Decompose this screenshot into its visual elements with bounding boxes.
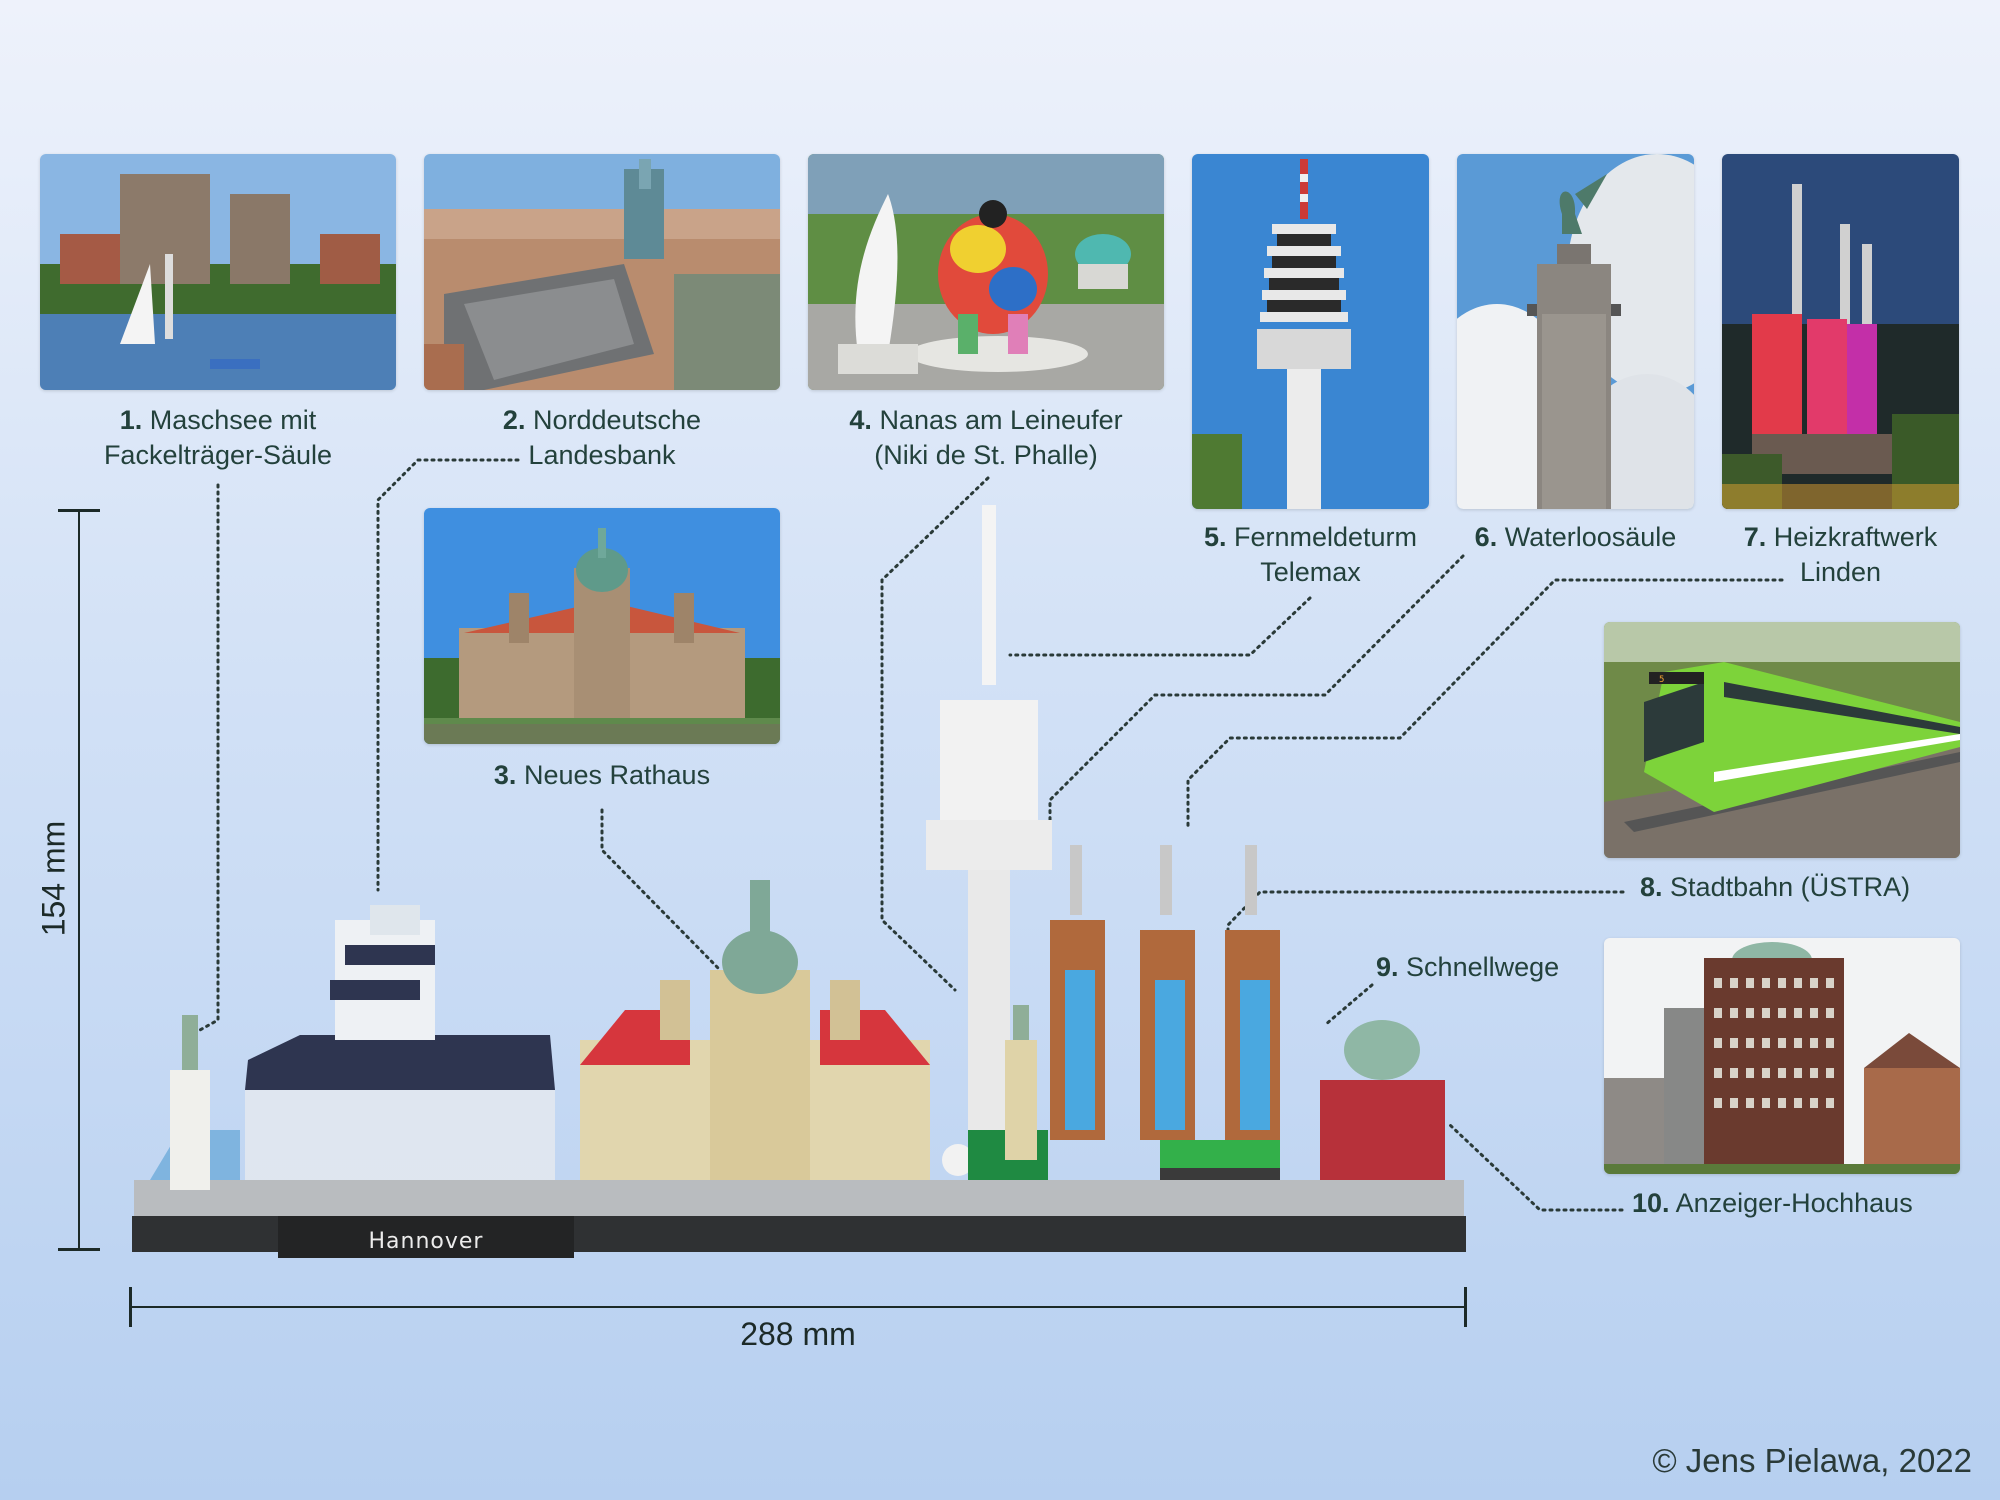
- model-heizkraftwerk-stack2: [1160, 845, 1172, 915]
- height-dimension-cap-bottom: [58, 1248, 100, 1251]
- label-landmark-4: 4. Nanas am Leineufer (Niki de St. Phall…: [849, 405, 1123, 470]
- label-landmark-1: 1. Maschsee mit Fackelträger-Säule: [103, 405, 333, 470]
- model-stadtbahn-bogie: [1160, 1168, 1280, 1180]
- model-fackeltraeger-figure: [182, 1015, 198, 1070]
- lego-skyline-model: Hannover: [132, 505, 1466, 1258]
- model-heizkraftwerk-glass3: [1240, 980, 1270, 1130]
- model-rathaus-center: [710, 970, 810, 1180]
- label-landmark-6: 6. Waterloosäule: [1474, 522, 1677, 552]
- label-landmark-3: 3. Neues Rathaus: [493, 760, 711, 790]
- model-anzeiger-dome: [1344, 1020, 1420, 1080]
- name-plate: [278, 1216, 574, 1258]
- width-dimension-line: [130, 1306, 1466, 1308]
- model-waterloo-figure: [1013, 1005, 1029, 1040]
- model-nordlb-base: [245, 1090, 555, 1180]
- photo-waterloosaeule: [1457, 154, 1694, 509]
- photo-stadtbahn: 5: [1604, 622, 1960, 858]
- model-fackeltraeger-column: [170, 1070, 210, 1190]
- label-landmark-5: 5. Fernmeldeturm Telemax: [1203, 522, 1418, 587]
- photo-neues-rathaus: [424, 508, 780, 744]
- model-nordlb-roof: [245, 1035, 555, 1090]
- model-rathaus-spire: [750, 880, 770, 940]
- label-landmark-7: 7. Heizkraftwerk Linden: [1743, 522, 1938, 587]
- model-nana-figure: [942, 1144, 974, 1176]
- model-heizkraftwerk-glass1: [1065, 970, 1095, 1130]
- model-waterloo-column: [1005, 1040, 1037, 1160]
- model-telemax-antenna: [982, 505, 996, 685]
- photo-anzeiger-hochhaus: [1604, 938, 1960, 1174]
- model-rathaus-tower-left: [660, 980, 690, 1040]
- label-landmark-2: 2. Norddeutsche Landesbank: [502, 405, 702, 470]
- label-landmark-10: 10. Anzeiger-Hochhaus: [1632, 1188, 1913, 1218]
- model-telemax-shaft: [968, 870, 1010, 1130]
- label-landmark-8: 8. Stadtbahn (ÜSTRA): [1640, 872, 1911, 902]
- model-rathaus-tower-right: [830, 980, 860, 1040]
- model-heizkraftwerk-glass2: [1155, 980, 1185, 1130]
- model-nordlb-tower-band2: [330, 980, 420, 1000]
- copyright-credit: © Jens Pielawa, 2022: [1652, 1442, 1972, 1479]
- photo-telemax: [1192, 154, 1429, 509]
- model-heizkraftwerk-stack1: [1070, 845, 1082, 915]
- svg-text:5: 5: [1659, 675, 1664, 685]
- height-dimension-label: 154 mm: [35, 820, 72, 937]
- model-nordlb-tower-band1: [345, 945, 435, 965]
- model-telemax-platform: [926, 820, 1052, 870]
- photo-nanas: [808, 154, 1164, 390]
- name-plate-text: Hannover: [369, 1229, 484, 1254]
- photo-heizkraftwerk: [1722, 154, 1959, 509]
- label-landmark-9: 9. Schnellwege: [1376, 952, 1560, 982]
- width-dimension-cap-left: [129, 1287, 132, 1327]
- model-telemax-head: [940, 700, 1038, 830]
- photo-maschsee: [40, 154, 396, 390]
- height-dimension-cap-top: [58, 509, 100, 512]
- width-dimension-label: 288 mm: [740, 1316, 856, 1352]
- model-anzeiger-body: [1320, 1080, 1445, 1180]
- model-base-top: [134, 1180, 1464, 1218]
- width-dimension-cap-right: [1464, 1287, 1467, 1327]
- model-stadtbahn-train: [1160, 1140, 1280, 1168]
- model-rathaus-dome: [722, 930, 798, 994]
- model-nordlb-tower-top: [370, 905, 420, 935]
- height-dimension-line: [78, 510, 80, 1250]
- photo-norddeutsche-landesbank: [424, 154, 780, 390]
- model-heizkraftwerk-stack3: [1245, 845, 1257, 915]
